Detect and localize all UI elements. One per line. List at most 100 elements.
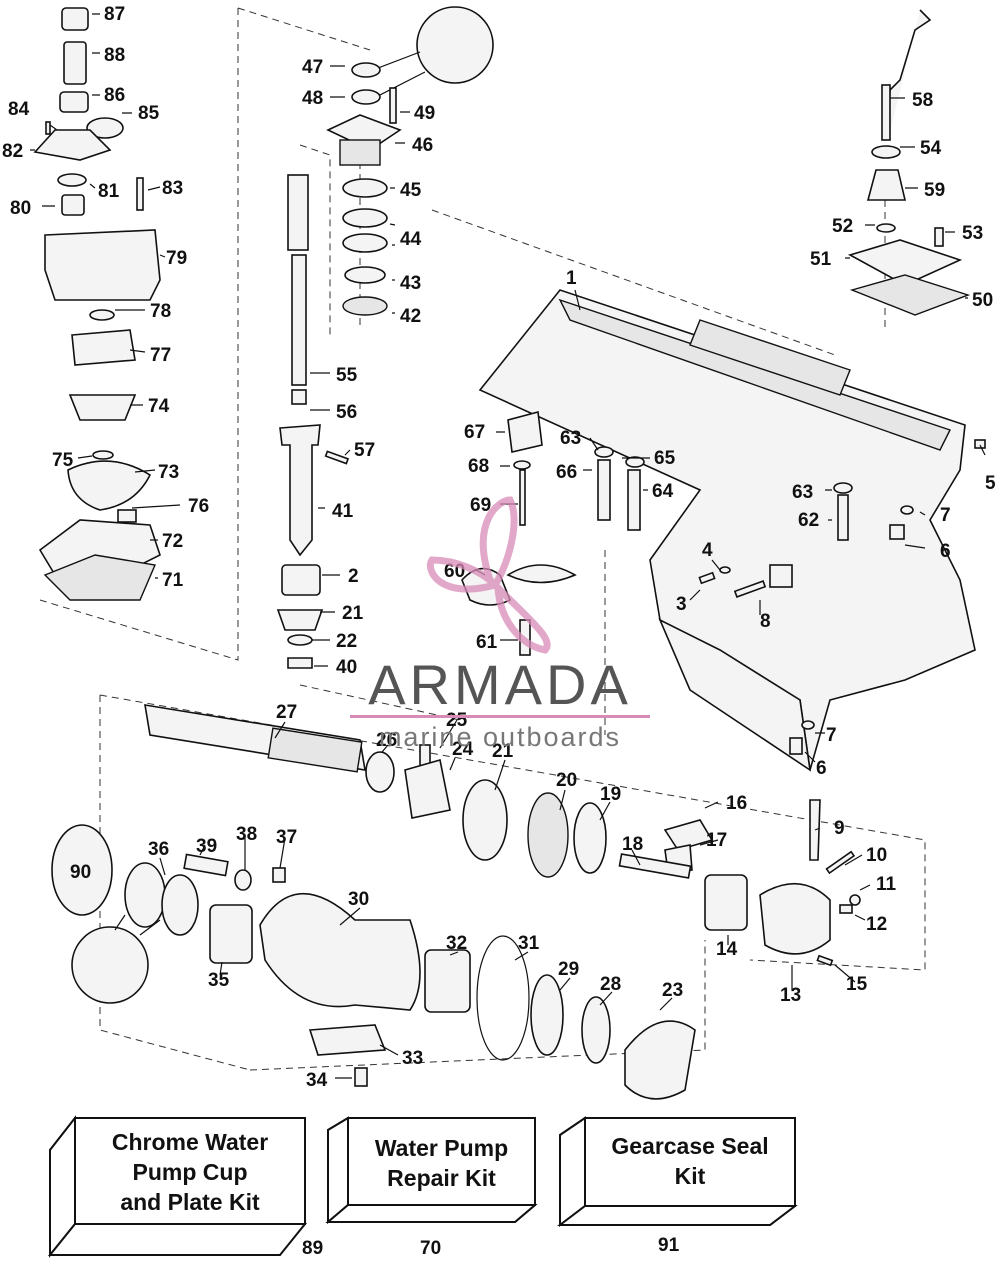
callout-15: 15 <box>846 974 868 995</box>
callout-49: 49 <box>414 103 435 124</box>
callout-79: 79 <box>166 248 187 269</box>
callout-47: 47 <box>302 57 323 78</box>
kit-label-line: Pump Cup <box>132 1159 248 1185</box>
callout-87: 87 <box>104 4 125 25</box>
kit-label-line: Chrome Water <box>111 1129 269 1155</box>
callout-numbers: 87 88 86 85 84 82 81 83 80 79 78 77 74 7… <box>2 4 996 1091</box>
kit-number-89: 89 <box>302 1238 324 1259</box>
callout-12: 12 <box>866 914 887 935</box>
callout-5: 5 <box>985 473 996 494</box>
callout-45: 45 <box>400 180 422 201</box>
kit-label-line: Kit <box>674 1163 706 1189</box>
watermark-divider <box>350 715 650 718</box>
callout-53: 53 <box>962 223 983 244</box>
callout-88: 88 <box>104 45 125 66</box>
water-pump-parts <box>33 7 161 601</box>
shift-parts <box>847 9 971 316</box>
callout-39: 39 <box>196 836 217 857</box>
callout-44: 44 <box>400 229 422 250</box>
callout-36: 36 <box>148 839 169 860</box>
callout-52: 52 <box>832 216 853 237</box>
bearing-carrier-parts <box>51 824 696 1100</box>
housing-group-outline <box>431 209 836 735</box>
callout-21a: 21 <box>342 603 364 624</box>
callout-19: 19 <box>600 784 621 805</box>
callout-83: 83 <box>162 178 183 199</box>
propshaft-parts <box>144 704 861 967</box>
callout-55: 55 <box>336 365 358 386</box>
callout-46: 46 <box>412 135 433 156</box>
callout-78: 78 <box>150 301 171 322</box>
callout-37: 37 <box>276 827 297 848</box>
propshaft-group-outline <box>99 694 926 1071</box>
kit-label-line: Repair Kit <box>387 1165 496 1191</box>
callout-34: 34 <box>306 1070 328 1091</box>
callout-29: 29 <box>558 959 579 980</box>
callout-11: 11 <box>876 874 897 895</box>
callout-50: 50 <box>972 290 993 311</box>
callout-1: 1 <box>566 268 577 289</box>
watermark-tagline: marine outboards <box>378 722 622 752</box>
kit-label-line: Water Pump <box>374 1135 509 1161</box>
callout-85: 85 <box>138 103 160 124</box>
callout-90: 90 <box>70 862 91 883</box>
callout-56: 56 <box>336 402 357 423</box>
callout-6a: 6 <box>940 541 951 562</box>
callout-7a: 7 <box>940 505 951 526</box>
callout-43: 43 <box>400 273 421 294</box>
callout-3: 3 <box>676 594 687 615</box>
callout-20: 20 <box>556 770 577 791</box>
callout-7b: 7 <box>826 725 837 746</box>
callout-75: 75 <box>52 450 74 471</box>
callout-84: 84 <box>8 99 30 120</box>
kit-box-89 <box>47 1115 308 1258</box>
callout-23: 23 <box>662 980 683 1001</box>
driveshaft-parts <box>276 62 402 669</box>
callout-67: 67 <box>464 422 485 443</box>
kit-number-91: 91 <box>658 1235 680 1256</box>
bearing-detail-inset <box>416 6 494 84</box>
callout-82: 82 <box>2 141 23 162</box>
callout-8: 8 <box>760 611 771 632</box>
callout-57: 57 <box>354 440 375 461</box>
kit-label-89: Chrome Water Pump Cup and Plate Kit <box>75 1127 305 1217</box>
gearcase-housing <box>478 289 976 772</box>
callout-33: 33 <box>402 1048 423 1069</box>
callout-6b: 6 <box>816 758 827 779</box>
callout-48: 48 <box>302 88 323 109</box>
kit-label-70: Water Pump Repair Kit <box>348 1133 535 1193</box>
callout-62: 62 <box>798 510 819 531</box>
callout-63a: 63 <box>560 428 581 449</box>
callout-31: 31 <box>518 933 540 954</box>
bearing-detail-inset-lower <box>71 926 149 1004</box>
callout-leaders <box>30 13 986 1079</box>
kit-label-line: and Plate Kit <box>120 1189 260 1215</box>
callout-27: 27 <box>276 702 297 723</box>
callout-38: 38 <box>236 824 257 845</box>
kit-number-70: 70 <box>420 1238 442 1259</box>
watermark-brand: ARMADA <box>368 653 632 716</box>
callout-51: 51 <box>810 249 832 270</box>
callout-64: 64 <box>652 481 674 502</box>
callout-10: 10 <box>866 845 887 866</box>
callout-9: 9 <box>834 818 845 839</box>
callout-81: 81 <box>98 181 120 202</box>
callout-40: 40 <box>336 657 357 678</box>
callout-59: 59 <box>924 180 945 201</box>
callout-32: 32 <box>446 933 467 954</box>
callout-58: 58 <box>912 90 933 111</box>
watermark-logo <box>426 496 551 654</box>
bearing-group-outline <box>249 940 706 1071</box>
callout-76: 76 <box>188 496 209 517</box>
callout-80: 80 <box>10 198 31 219</box>
callout-68: 68 <box>468 456 489 477</box>
callout-22: 22 <box>336 631 357 652</box>
callout-77: 77 <box>150 345 171 366</box>
callout-42: 42 <box>400 306 421 327</box>
callout-63b: 63 <box>792 482 813 503</box>
callout-54: 54 <box>920 138 942 159</box>
callout-74: 74 <box>148 396 170 417</box>
callout-13: 13 <box>780 985 801 1006</box>
housing-hardware <box>461 410 986 755</box>
